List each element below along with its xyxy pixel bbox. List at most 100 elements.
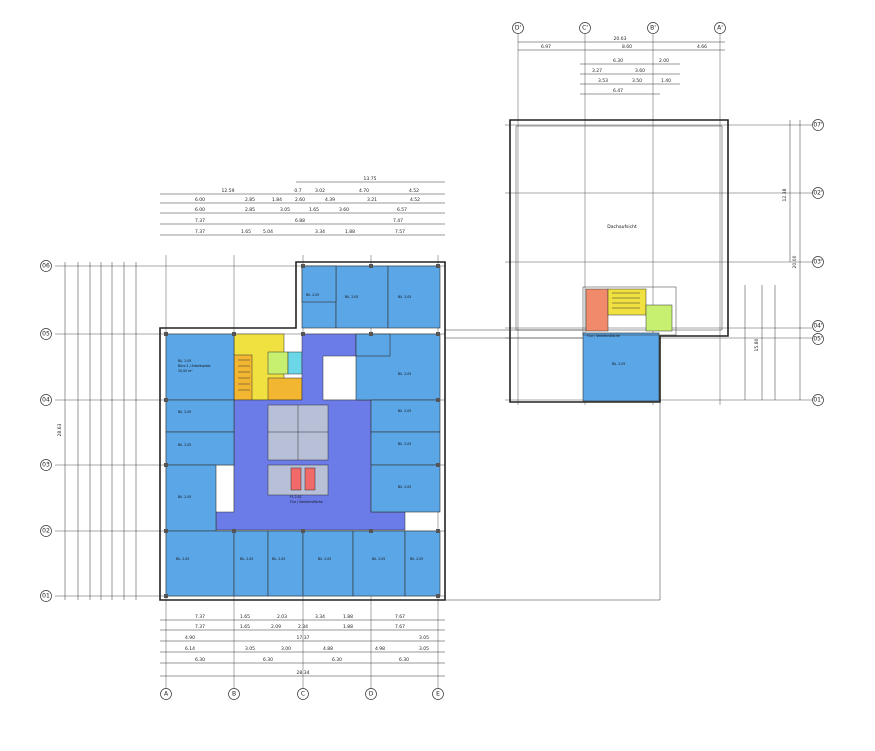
roof-room-label: Bü. 2.05 bbox=[612, 362, 625, 366]
axis-label-06: 06 bbox=[42, 263, 50, 270]
roof-hall-label: Flur / Verkehrsfläche bbox=[587, 334, 620, 338]
room-s3 bbox=[267, 530, 304, 597]
axis-label-d-prime: D' bbox=[515, 25, 522, 32]
dim-b4-4: 4.98 bbox=[375, 646, 385, 652]
room-n3 bbox=[387, 265, 441, 329]
dachaufsicht-label: Dachaufsicht bbox=[607, 224, 637, 230]
room-w2 bbox=[165, 399, 235, 433]
roof-side-dimensions: 12.38 20.00 15.80 bbox=[744, 120, 801, 400]
dim-r4-5: 7.57 bbox=[395, 229, 405, 235]
dim-r2-1: 2.85 bbox=[245, 207, 255, 213]
dim-r1-0: 6.00 bbox=[195, 197, 205, 203]
roof-top-dimensions: 20.63 6.97 8.60 4.66 6.30 2.00 3.27 3.60… bbox=[518, 36, 725, 95]
axis-label-05: 05 bbox=[42, 331, 50, 338]
axis-label-03: 03 bbox=[42, 462, 50, 469]
dim-b2-3: 2.34 bbox=[298, 624, 308, 630]
dim-roof-r3-1: 3.60 bbox=[635, 68, 645, 74]
dim-r1-5: 3.21 bbox=[367, 197, 377, 203]
label-w2: Bü. 2.05 bbox=[178, 410, 191, 414]
room-e3 bbox=[370, 431, 441, 466]
dim-r2-3: 1.65 bbox=[309, 207, 319, 213]
dim-r2-4: 3.60 bbox=[339, 207, 349, 213]
dim-roof-r1-2: 4.66 bbox=[697, 44, 707, 50]
dim-b1-0: 7.37 bbox=[195, 614, 205, 620]
label-e2: Bü. 2.05 bbox=[398, 409, 411, 413]
dim-b5-3: 6.30 bbox=[399, 657, 409, 663]
dim-top-s2: 4.70 bbox=[359, 188, 369, 194]
room-s2 bbox=[233, 530, 269, 597]
dim-r3-0: 7.37 bbox=[195, 218, 205, 224]
dim-r4-3: 3.34 bbox=[315, 229, 325, 235]
dim-top-s1: 3.02 bbox=[315, 188, 325, 194]
dim-r4-0: 7.37 bbox=[195, 229, 205, 235]
room-s5 bbox=[352, 530, 406, 597]
dim-b4-1: 3.05 bbox=[245, 646, 255, 652]
dim-b4-0: 6.14 bbox=[185, 646, 195, 652]
dim-b2-1: 1.65 bbox=[240, 624, 250, 630]
dim-r1-2: 1.84 bbox=[272, 197, 282, 203]
stair-flight bbox=[233, 354, 253, 401]
dim-r1-3: 2.60 bbox=[295, 197, 305, 203]
room-w3 bbox=[165, 431, 235, 466]
dim-r4-2: 5.04 bbox=[263, 229, 273, 235]
dim-b2-5: 7.67 bbox=[395, 624, 405, 630]
dim-b4-2: 3.00 bbox=[281, 646, 291, 652]
elevator-1 bbox=[290, 467, 302, 491]
axis-label-01: 01 bbox=[42, 593, 50, 600]
dim-r2-2: 3.05 bbox=[280, 207, 290, 213]
dim-r3-2: 7.47 bbox=[393, 218, 403, 224]
label-e3: Bü. 2.05 bbox=[398, 442, 411, 446]
label-s4: Bü. 2.05 bbox=[318, 557, 331, 561]
dim-top-a: 12.59 bbox=[222, 188, 235, 194]
elevator-2 bbox=[304, 467, 316, 491]
room-e0 bbox=[355, 333, 391, 357]
storage-room bbox=[267, 377, 303, 401]
axis-label-04: 04 bbox=[42, 397, 50, 404]
axis-label-a: A bbox=[164, 691, 169, 698]
room-n2 bbox=[335, 265, 389, 329]
label-s2: Bü. 2.05 bbox=[240, 557, 253, 561]
dim-roof-r5-0: 6.47 bbox=[613, 88, 623, 94]
room-e4 bbox=[370, 464, 441, 513]
dim-roof-side-b: 20.00 bbox=[792, 255, 798, 268]
label-n1: Bü. 2.05 bbox=[306, 293, 319, 297]
roof-plan: Bü. 2.05 Flur / Verkehrsfläche Dachaufsi… bbox=[445, 22, 824, 601]
dim-b3-0: 4.90 bbox=[185, 635, 195, 641]
dim-roof-r2-1: 2.00 bbox=[659, 58, 669, 64]
room-labels: Bü. 2.05 Büro 2 / Arbeitsplatz 20,00 m² … bbox=[176, 293, 423, 561]
dim-b3-1: 17.37 bbox=[297, 635, 310, 641]
dim-r3-1: 6.88 bbox=[295, 218, 305, 224]
label-s3: Bü. 2.05 bbox=[272, 557, 285, 561]
room-s6 bbox=[404, 530, 441, 597]
label-n2: Bü. 2.05 bbox=[345, 295, 358, 299]
axis-markers-right-top: D' C' B' A' bbox=[512, 22, 726, 34]
main-floor-plan: Bü. 2.05 Büro 2 / Arbeitsplatz 20,00 m² … bbox=[40, 176, 446, 700]
axis-label-05p: 05' bbox=[813, 336, 823, 343]
room-s1 bbox=[165, 530, 235, 597]
axis-label-b-prime: B' bbox=[650, 25, 656, 32]
dim-b2-4: 1.88 bbox=[343, 624, 353, 630]
label-s1: Bü. 2.05 bbox=[176, 557, 189, 561]
dim-roof-r4-2: 1.40 bbox=[661, 78, 671, 84]
bottom-dimensions: 7.37 1.65 2.03 3.34 1.88 7.67 7.37 1.65 … bbox=[160, 614, 445, 677]
label-w3: Bü. 2.05 bbox=[178, 443, 191, 447]
dim-roof-r1-0: 6.97 bbox=[541, 44, 551, 50]
dim-r4-1: 1.65 bbox=[241, 229, 251, 235]
dim-r4-4: 1.88 bbox=[345, 229, 355, 235]
label-e1: Bü. 2.05 bbox=[398, 372, 411, 376]
left-dimensions: 28.63 bbox=[57, 262, 137, 600]
axis-label-03p: 03' bbox=[813, 259, 823, 266]
label-s5: Bü. 2.05 bbox=[372, 557, 385, 561]
axis-label-01p: 01' bbox=[813, 397, 823, 404]
axis-markers-left: 06 05 04 03 02 01 bbox=[40, 260, 52, 602]
dim-b2-0: 7.37 bbox=[195, 624, 205, 630]
dim-b1-2: 2.03 bbox=[277, 614, 287, 620]
label-n3: Bü. 2.05 bbox=[398, 295, 411, 299]
label-w1-area: 20,00 m² bbox=[178, 369, 193, 373]
axis-markers-bottom: A B C D E bbox=[160, 688, 444, 700]
dim-b5-1: 6.30 bbox=[263, 657, 273, 663]
axis-markers-right-side: 07' 02' 03' 04' 05' 01' bbox=[812, 119, 824, 406]
dim-roof-r4-1: 3.50 bbox=[632, 78, 642, 84]
dim-b2-2: 2.09 bbox=[271, 624, 281, 630]
